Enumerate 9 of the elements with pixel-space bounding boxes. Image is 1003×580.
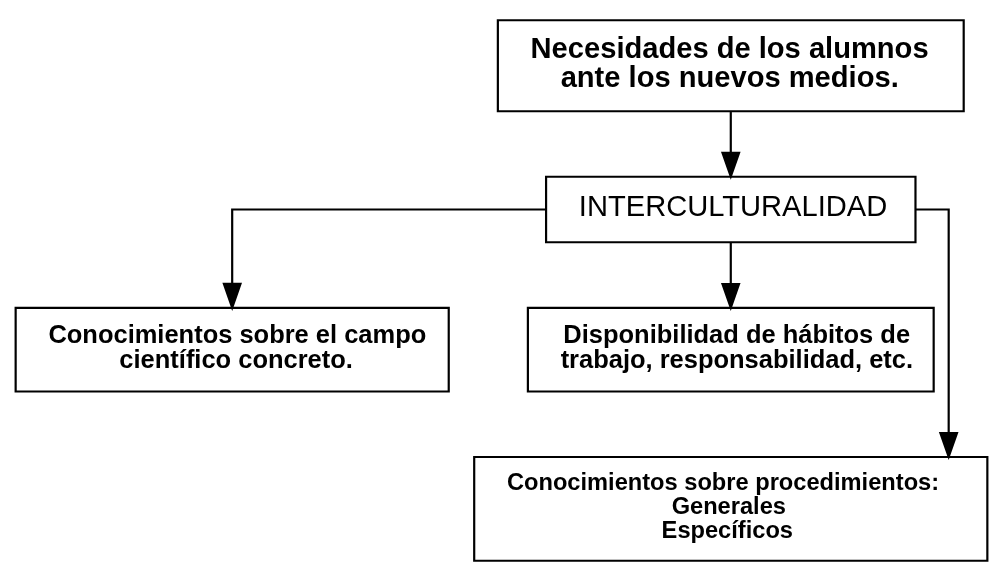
- arrow: [915, 207, 959, 460]
- node-box: Conocimientos sobre el campo científico concreto.: [14, 306, 450, 393]
- arrow: [720, 111, 741, 180]
- node-box: Disponibilidad de hábitos de trabajo, responsabilidad, etc.: [526, 306, 935, 393]
- node-box: Necesidades de los alumnos ante los nuevos medios.: [496, 18, 965, 112]
- node-box: Conocimientos sobre procedimientos: Generales Específicos: [473, 455, 989, 562]
- arrow: [222, 207, 546, 311]
- arrow: [720, 242, 741, 311]
- node-box: INTERCULTURALIDAD: [545, 175, 917, 243]
